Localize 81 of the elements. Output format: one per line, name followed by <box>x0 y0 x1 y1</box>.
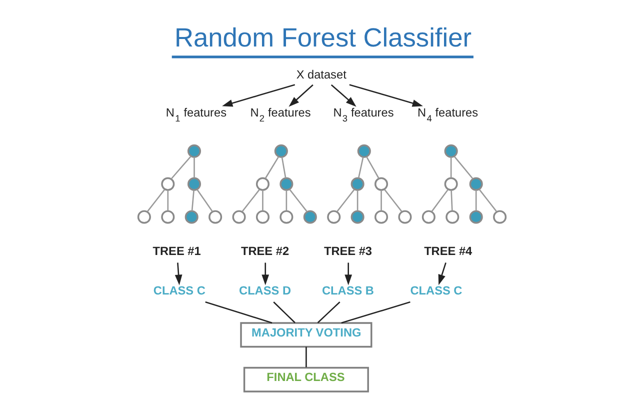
node-text: N$_{4}$ features <box>417 105 478 124</box>
connector <box>273 302 296 324</box>
node-text: N$_{3}$ features <box>333 105 394 124</box>
node-text: TREE #3 <box>324 244 372 258</box>
node-circle <box>422 210 436 224</box>
node-circle <box>446 210 460 224</box>
node-circle <box>374 210 388 224</box>
node-circle <box>280 177 294 191</box>
connector <box>450 157 452 178</box>
connector <box>366 156 380 179</box>
connector <box>194 157 195 178</box>
arrow <box>438 262 446 286</box>
node-circle <box>256 210 270 224</box>
node-circle <box>184 210 198 224</box>
node-circle <box>350 177 364 191</box>
connector <box>431 189 448 212</box>
node-text: X dataset <box>296 67 346 82</box>
node-circle <box>256 177 270 191</box>
arrow <box>288 84 314 107</box>
connector <box>146 189 166 212</box>
node-text: N$_{1}$ features <box>166 105 227 124</box>
arrow <box>174 262 182 286</box>
connector <box>286 190 288 211</box>
arrow <box>330 84 356 107</box>
node-circle <box>469 210 483 224</box>
node-circle <box>469 177 483 191</box>
connector <box>205 301 272 324</box>
node-text: CLASS B <box>322 283 374 298</box>
node-text: TREE #1 <box>152 244 201 258</box>
connector <box>170 156 192 180</box>
node-circle <box>493 210 507 224</box>
connector <box>478 189 498 212</box>
connector <box>317 302 340 324</box>
connector <box>264 156 280 179</box>
connector <box>336 189 355 212</box>
diagram-title: Random Forest Classifier <box>174 22 472 52</box>
node-box: MAJORITY VOTING <box>240 322 372 348</box>
node-box: FINAL CLASS <box>243 366 369 392</box>
node-text: CLASS C <box>410 283 462 298</box>
node-circle <box>137 210 151 224</box>
node-circle <box>398 210 412 224</box>
node-circle <box>187 144 202 158</box>
arrow <box>222 84 296 107</box>
connector <box>289 189 308 212</box>
node-circle <box>208 210 222 224</box>
node-text: CLASS D <box>239 283 292 298</box>
node-text: N$_{2}$ features <box>250 105 311 124</box>
node-text: TREE #2 <box>241 244 290 258</box>
connector <box>306 346 307 368</box>
node-circle <box>327 210 341 224</box>
arrow <box>349 84 423 107</box>
node-text: TREE #4 <box>424 244 472 258</box>
node-circle <box>350 210 364 224</box>
node-circle <box>444 177 458 191</box>
connector <box>454 156 474 180</box>
connector <box>196 189 214 212</box>
arrow <box>344 262 352 286</box>
arrow <box>262 262 270 286</box>
connector <box>191 190 194 212</box>
connector <box>242 189 260 212</box>
node-circle <box>187 177 202 191</box>
connector <box>358 157 364 178</box>
connector <box>380 190 382 211</box>
node-circle <box>232 210 246 224</box>
connector <box>384 189 402 212</box>
node-circle <box>274 144 288 158</box>
node-circle <box>444 144 458 158</box>
connector <box>262 190 264 211</box>
node-circle <box>161 210 175 224</box>
node-circle <box>357 144 371 158</box>
connector <box>450 190 453 211</box>
node-circle <box>303 210 317 224</box>
node-text: CLASS C <box>153 283 206 298</box>
connector <box>341 301 410 324</box>
connector <box>356 190 358 211</box>
connector <box>475 190 477 211</box>
node-circle <box>280 210 294 224</box>
connector <box>167 190 169 211</box>
node-circle <box>374 177 388 191</box>
connector <box>281 157 286 178</box>
node-circle <box>161 177 175 191</box>
